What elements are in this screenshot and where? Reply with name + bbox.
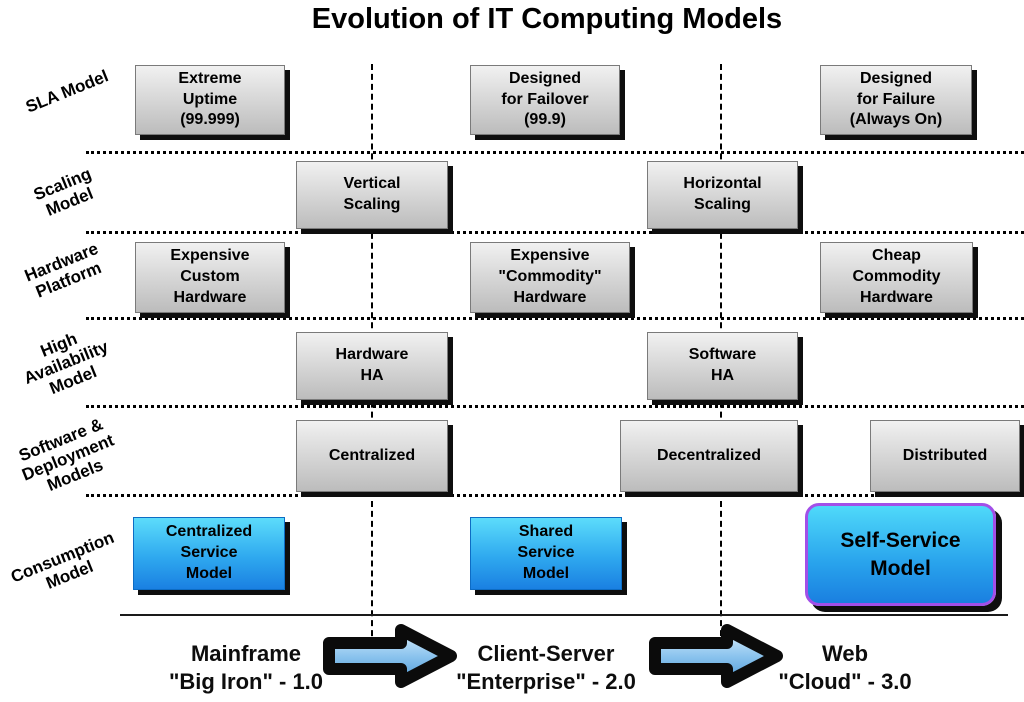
row-label-consumption-model: Consumption Model (8, 527, 117, 593)
era-web-subtitle: "Cloud" - 3.0 (778, 669, 912, 694)
era-web: Web "Cloud" - 3.0 (725, 640, 965, 696)
box-horizontal-scaling: Horizontal Scaling (647, 161, 798, 229)
box-shared-service-model: Shared Service Model (470, 517, 622, 590)
row-divider-dotted-3 (86, 317, 1024, 320)
era-mainframe: Mainframe "Big Iron" - 1.0 (126, 640, 366, 696)
row-label-hardware-platform: Hardware Platform (21, 238, 105, 302)
box-designed-for-failure: Designed for Failure (Always On) (820, 65, 972, 135)
era-mainframe-subtitle: "Big Iron" - 1.0 (168, 669, 324, 694)
box-decentralized: Decentralized (620, 420, 798, 492)
timeline-baseline (120, 614, 1008, 616)
row-label-scaling-model: Scaling Model (30, 164, 96, 220)
box-centralized-service-model: Centralized Service Model (133, 517, 285, 590)
box-software-ha: Software HA (647, 332, 798, 400)
row-divider-dotted-2 (86, 231, 1024, 234)
box-hardware-ha: Hardware HA (296, 332, 448, 400)
box-designed-for-failover: Designed for Failover (99.9) (470, 65, 620, 135)
box-extreme-uptime: Extreme Uptime (99.999) (135, 65, 285, 135)
row-divider-dotted-1 (86, 151, 1024, 154)
box-distributed: Distributed (870, 420, 1020, 492)
era-mainframe-name: Mainframe (190, 641, 302, 666)
row-label-sla-model: SLA Model (23, 66, 111, 117)
row-divider-dotted-5 (86, 494, 1024, 497)
box-centralized: Centralized (296, 420, 448, 492)
box-self-service-model: Self-Service Model (805, 503, 996, 606)
box-vertical-scaling: Vertical Scaling (296, 161, 448, 229)
box-expensive-custom-hardware: Expensive Custom Hardware (135, 242, 285, 313)
row-divider-dotted-4 (86, 405, 1024, 408)
box-expensive-commodity-hardware: Expensive "Commodity" Hardware (470, 242, 630, 313)
box-cheap-commodity-hardware: Cheap Commodity Hardware (820, 242, 973, 313)
page-title: Evolution of IT Computing Models (311, 3, 783, 35)
flow-arrow-icon-1 (323, 624, 457, 688)
era-client-server: Client-Server "Enterprise" - 2.0 (426, 640, 666, 696)
era-client-server-name: Client-Server (477, 641, 615, 666)
row-label-high-availability-model: High Availability Model (21, 329, 111, 399)
flow-arrow-icon-2 (649, 624, 783, 688)
era-client-server-subtitle: "Enterprise" - 2.0 (456, 669, 636, 694)
era-web-name: Web (821, 641, 869, 666)
